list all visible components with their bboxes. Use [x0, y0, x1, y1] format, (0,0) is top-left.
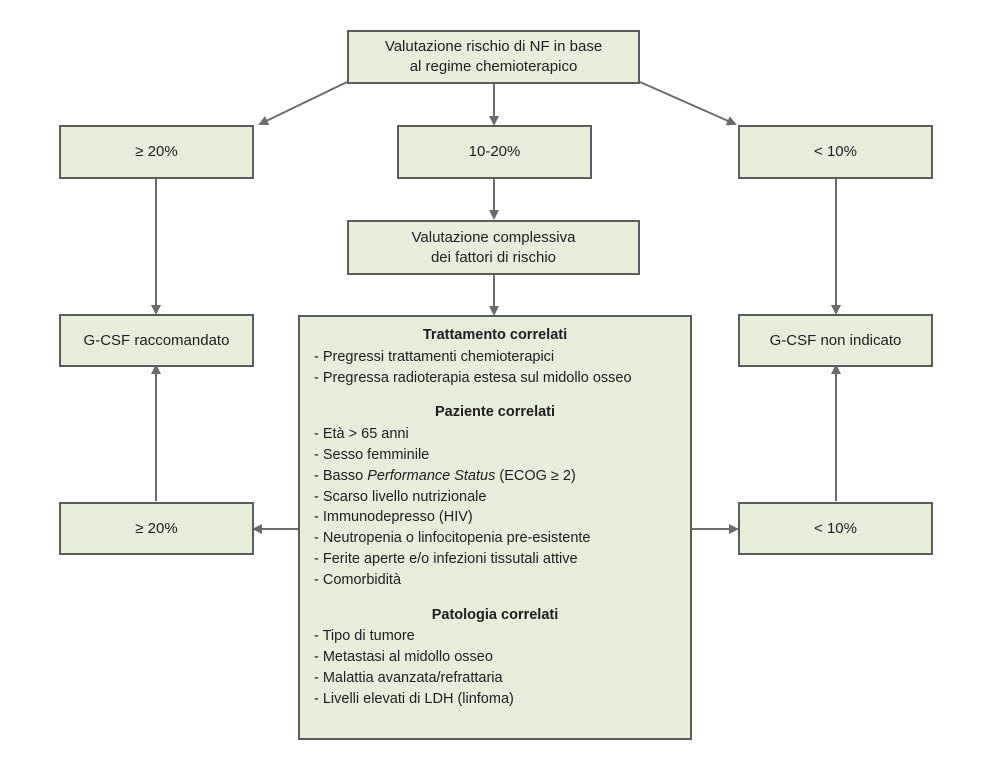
outcome-low-box: < 10%	[738, 502, 933, 555]
ps-suffix: (ECOG ≥ 2)	[495, 467, 576, 484]
list-item: - Comorbidità	[314, 571, 402, 588]
list-item: - Immunodepresso (HIV)	[314, 509, 473, 526]
risk-mid-label: 10-20%	[468, 143, 521, 160]
pathology-factors-title: Patologia correlati	[431, 606, 559, 623]
top-box-line1: Valutazione rischio di NF in base	[384, 38, 603, 55]
patient-factors-list: - Età > 65 anni - Sesso femminile - Bass…	[314, 424, 676, 590]
patient-factors-title: Paziente correlati	[434, 404, 556, 421]
list-item: - Neutropenia o linfocitopenia pre-esist…	[314, 530, 591, 547]
overall-box-line2: dei fattori di rischio	[430, 248, 557, 266]
gcsf-recommended-label: G-CSF raccomandato	[83, 331, 230, 349]
list-item: - Pregressa radioterapia estesa sul mido…	[314, 369, 632, 386]
risk-factors-box: Trattamento correlati - Pregressi tratta…	[298, 315, 692, 740]
treatment-factors-title: Trattamento correlati	[422, 327, 568, 343]
list-item: - Pregressi trattamenti chemioterapici	[314, 348, 555, 365]
arrow-top-to-low	[639, 81, 737, 126]
list-item: - Tipo di tumore	[314, 628, 415, 645]
outcome-high-label: ≥ 20%	[135, 519, 178, 537]
list-item: - Età > 65 anni	[314, 426, 409, 443]
list-item: - Metastasi al midollo osseo	[314, 649, 493, 666]
gcsf-recommended-box: G-CSF raccomandato	[59, 314, 254, 367]
overall-box-line1: Valutazione complessiva	[411, 228, 576, 246]
outcome-high-box: ≥ 20%	[59, 502, 254, 555]
risk-mid-box: 10-20%	[397, 125, 592, 179]
list-item: - Scarso livello nutrizionale	[314, 488, 487, 505]
outcome-low-label: < 10%	[814, 519, 857, 537]
list-item: - Ferite aperte e/o infezioni tissutali …	[314, 550, 578, 567]
pathology-factors-list: - Tipo di tumore - Metastasi al midollo …	[314, 626, 676, 709]
gcsf-not-indicated-label: G-CSF non indicato	[769, 331, 902, 349]
top-box-line2: al regime chemioterapico	[409, 58, 578, 75]
risk-high-label: ≥ 20%	[135, 143, 178, 160]
list-item: - Malattia avanzata/refrattaria	[314, 669, 503, 686]
list-item: - Livelli elevati di LDH (linfoma)	[314, 690, 514, 707]
gcsf-not-indicated-box: G-CSF non indicato	[738, 314, 933, 367]
top-box-risk-assessment: Valutazione rischio di NF in base al reg…	[347, 30, 640, 84]
risk-low-label: < 10%	[814, 143, 857, 160]
risk-high-box: ≥ 20%	[59, 125, 254, 179]
list-item-performance-status: - Basso Performance Status (ECOG ≥ 2)	[314, 466, 676, 487]
ps-prefix: - Basso	[314, 467, 368, 484]
arrow-top-to-high	[258, 81, 348, 126]
list-item: - Sesso femminile	[314, 446, 430, 463]
ps-italic: Performance Status	[367, 467, 496, 484]
overall-assessment-box: Valutazione complessiva dei fattori di r…	[347, 220, 640, 275]
treatment-factors-list: - Pregressi trattamenti chemioterapici -…	[314, 347, 676, 389]
risk-low-box: < 10%	[738, 125, 933, 179]
